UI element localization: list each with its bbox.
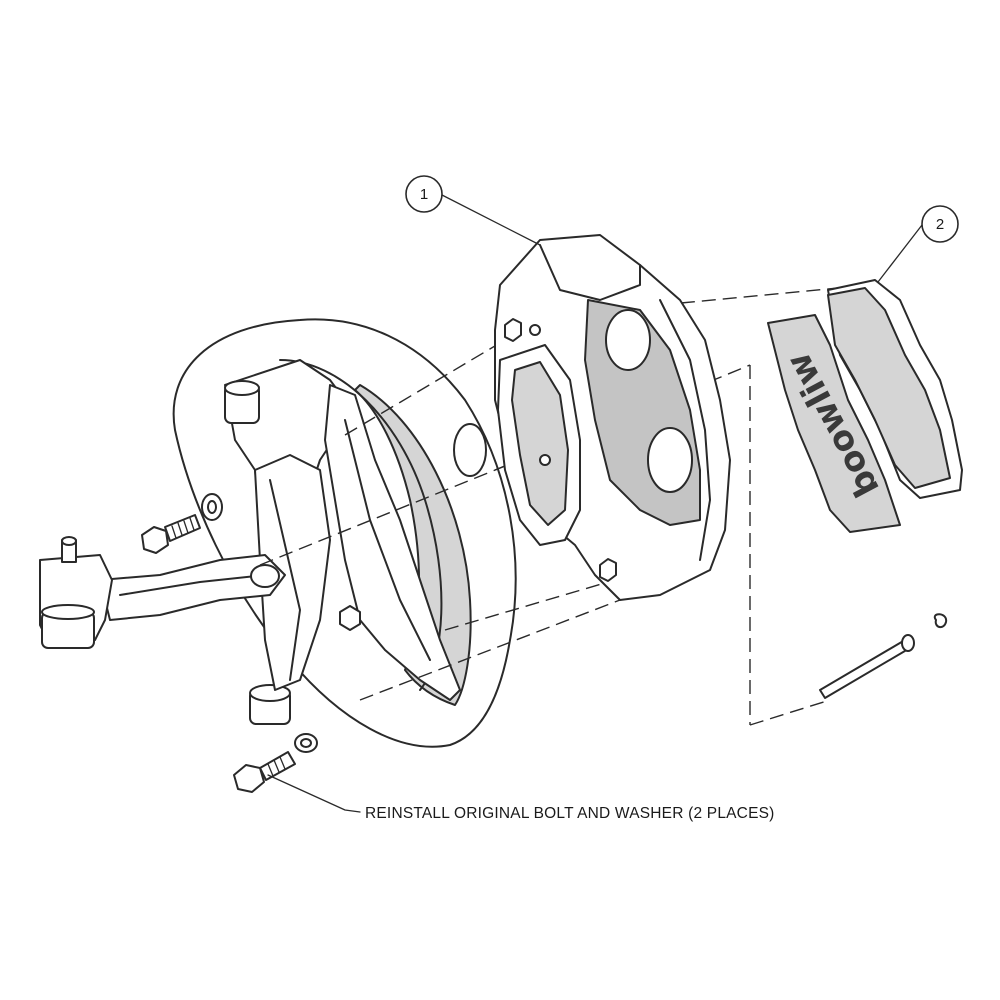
- caliper-bracket: [324, 384, 461, 701]
- pad-pin: [819, 634, 915, 699]
- upper-boss-top: [224, 380, 260, 396]
- front-pad: [767, 314, 901, 533]
- callout-2: 2: [877, 205, 959, 283]
- lower-bolt-head: [233, 764, 265, 793]
- bracket-edge: [344, 419, 431, 661]
- upper-bolt: [141, 514, 201, 554]
- piston-lower: [647, 427, 693, 493]
- lower-bolt: [233, 751, 296, 793]
- piston-upper: [605, 309, 651, 371]
- upper-bolt-thread: [171, 517, 195, 539]
- tie-rod-stud-top: [61, 536, 77, 546]
- bolt-note: REINSTALL ORIGINAL BOLT AND WASHER (2 PL…: [267, 774, 775, 822]
- steering-arm-eye: [250, 564, 280, 588]
- brake-pads: wilwood: [767, 279, 963, 533]
- callout-2-label: 2: [936, 216, 944, 233]
- callout-1-leader: [441, 194, 541, 246]
- callout-2-circle: [921, 205, 959, 243]
- caliper-outer-edge: [659, 299, 711, 561]
- rotor-friction-face: [354, 384, 472, 706]
- bolt-note-text: REINSTALL ORIGINAL BOLT AND WASHER (2 PL…: [365, 805, 775, 822]
- spindle-knuckle: [201, 359, 461, 753]
- knuckle-nut: [339, 605, 361, 631]
- bolt-note-leader: [267, 774, 361, 813]
- steering-arm: [39, 536, 286, 649]
- tie-rod-boot-top: [41, 604, 95, 620]
- steering-arm-edge: [119, 574, 266, 596]
- caliper-face-slot: [511, 361, 569, 526]
- retaining-clip: [933, 613, 948, 628]
- pad-pin-shaft: [819, 639, 911, 699]
- rear-pad-friction: [827, 287, 951, 489]
- bleeder-lower: [599, 558, 617, 582]
- callout-2-leader: [877, 224, 923, 283]
- lower-washer-hole: [300, 738, 312, 748]
- bleeder-upper: [504, 318, 522, 342]
- upper-bolt-shank: [164, 514, 201, 542]
- upper-washer-hole: [207, 500, 217, 514]
- lower-bolt-thread: [267, 756, 286, 777]
- callout-1-circle: [405, 175, 443, 213]
- caliper: [494, 234, 731, 601]
- hub-cap: [453, 423, 487, 477]
- steering-arm-body: [99, 554, 286, 621]
- caliper-mount-hole: [539, 454, 551, 466]
- upper-bolt-head: [141, 526, 169, 554]
- caliper-mount-hole-upper: [529, 324, 541, 336]
- callout-1: 1: [405, 175, 541, 246]
- spindle-body: [254, 454, 331, 691]
- pad-pin-head: [901, 634, 915, 652]
- spindle-edge: [269, 479, 301, 681]
- caliper-bridge: [539, 244, 641, 301]
- lower-bolt-shank: [259, 751, 296, 781]
- callout-1-label: 1: [420, 186, 428, 203]
